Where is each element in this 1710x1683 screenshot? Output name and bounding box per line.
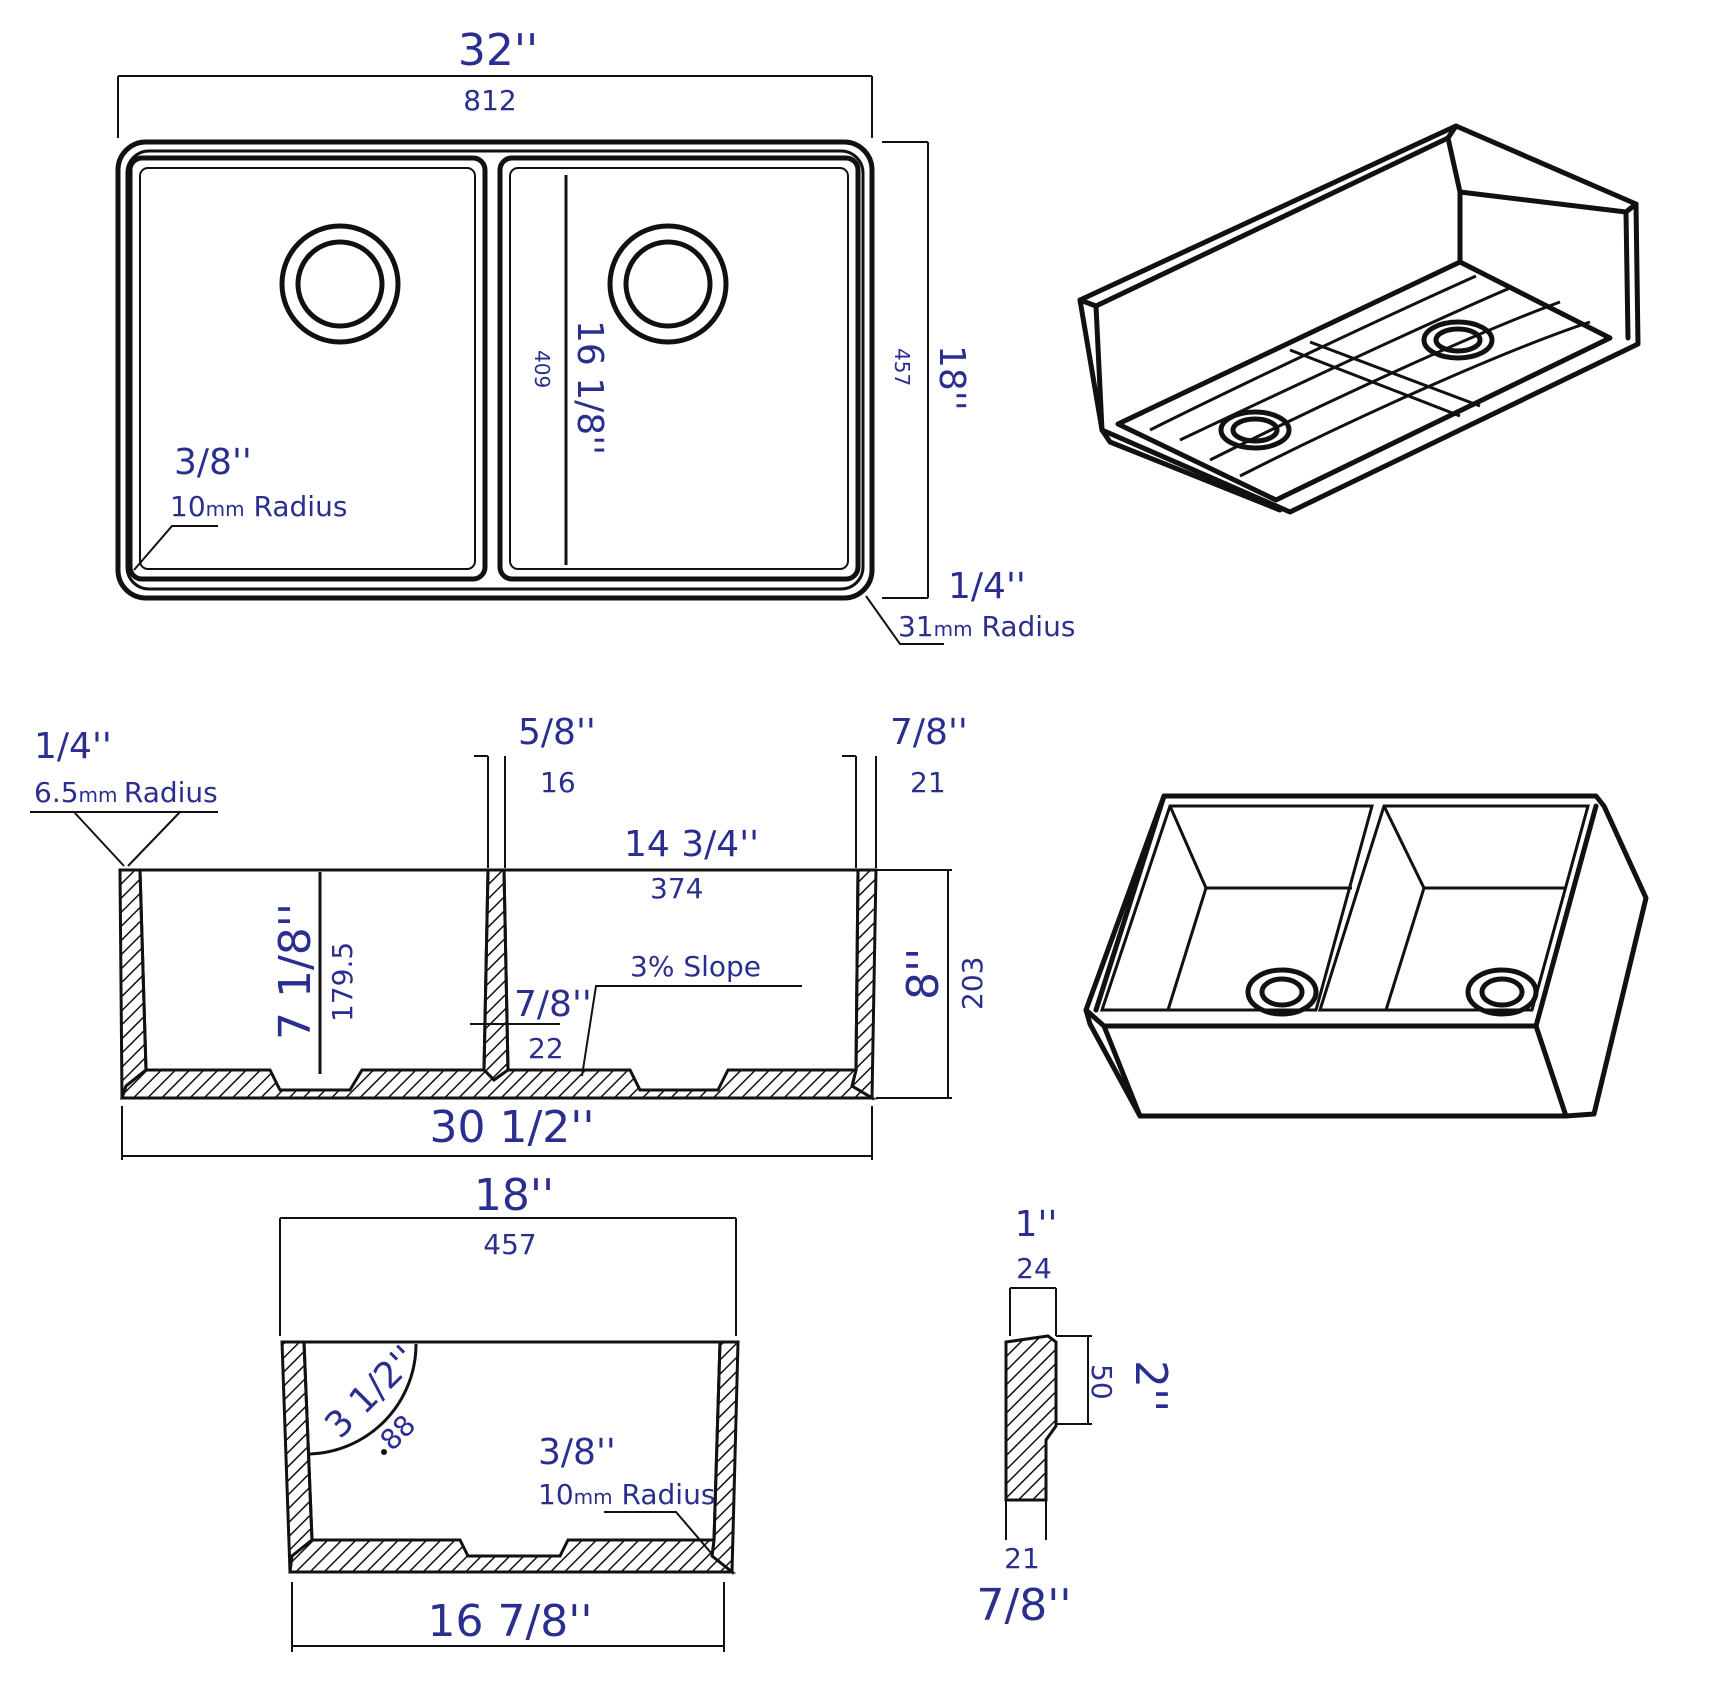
front-height-mm-label: 203 xyxy=(956,957,989,1010)
apron-bottom-mm-label: 21 xyxy=(1004,1542,1040,1575)
slope-label: 3% Slope xyxy=(630,950,761,983)
apron-top-mm-label: 24 xyxy=(1016,1252,1052,1285)
top-view: 32'' 812 16 1/8'' 409 18'' 457 3/8'' 10m… xyxy=(115,25,1075,645)
side-wall-in-label: 7/8'' xyxy=(890,712,968,753)
left-drain xyxy=(279,223,401,345)
bowl-height-mm-label: 179.5 xyxy=(326,942,359,1022)
side-radius-in-label: 3/8'' xyxy=(538,1432,616,1473)
left-bowl xyxy=(127,155,488,582)
outer-radius-mm-label: 31mm Radius xyxy=(898,610,1075,643)
top-width-in-label: 32'' xyxy=(458,25,538,76)
apron-top-in-label: 1'' xyxy=(1015,1204,1058,1245)
bowl-depth-in-label: 16 1/8'' xyxy=(569,320,610,455)
top-width-mm-label: 812 xyxy=(463,84,516,117)
floor-mm-label: 22 xyxy=(528,1032,564,1065)
side-width-in-label: 18'' xyxy=(474,1170,554,1221)
bowl-height-in-label: 7 1/8'' xyxy=(270,903,321,1040)
bowl-depth-mm-label: 409 xyxy=(530,350,554,388)
apron-bottom-in-label: 7/8'' xyxy=(976,1580,1071,1631)
inner-radius-mm-label: 10mm Radius xyxy=(170,490,347,523)
apron-detail: 1'' 24 2'' 50 21 7/8'' xyxy=(976,1204,1176,1631)
iso-view-top xyxy=(1083,793,1649,1119)
floor-in-label: 7/8'' xyxy=(514,984,592,1025)
right-drain xyxy=(607,223,729,345)
front-bottom-width-in-label: 30 1/2'' xyxy=(430,1102,595,1153)
apron-height-mm-label: 50 xyxy=(1085,1364,1118,1400)
divider-mm-label: 16 xyxy=(540,766,576,799)
side-bottom-width-in-label: 16 7/8'' xyxy=(428,1596,593,1647)
top-depth-in-label: 18'' xyxy=(931,345,972,411)
inner-radius-in-label: 3/8'' xyxy=(174,442,252,483)
front-height-in-label: 8'' xyxy=(898,948,949,1000)
iso-view-bottom xyxy=(1077,123,1641,515)
front-section: 1/4'' 6.5mm Radius 5/8'' 16 7/8'' 21 14 … xyxy=(30,712,989,1160)
sink-outline-top xyxy=(115,139,875,601)
front-edge-radius-mm-label: 6.5mm Radius xyxy=(34,776,218,809)
side-arc-mm-label: 88 xyxy=(374,1408,423,1457)
divider-in-label: 5/8'' xyxy=(518,712,596,753)
side-radius-mm-label: 10mm Radius xyxy=(538,1478,715,1511)
front-edge-radius-in-label: 1/4'' xyxy=(34,726,112,767)
bowl-width-in-label: 14 3/4'' xyxy=(624,824,759,865)
bowl-width-mm-label: 374 xyxy=(650,872,703,905)
top-depth-mm-label: 457 xyxy=(890,348,914,386)
apron-height-in-label: 2'' xyxy=(1125,1360,1176,1412)
side-width-mm-label: 457 xyxy=(483,1228,536,1261)
right-bowl xyxy=(497,155,861,582)
outer-radius-in-label: 1/4'' xyxy=(948,566,1026,607)
side-wall-mm-label: 21 xyxy=(910,766,946,799)
side-section: 18'' 457 3 1/2'' 88 3/8'' 10mm Radius 16… xyxy=(279,1170,740,1652)
